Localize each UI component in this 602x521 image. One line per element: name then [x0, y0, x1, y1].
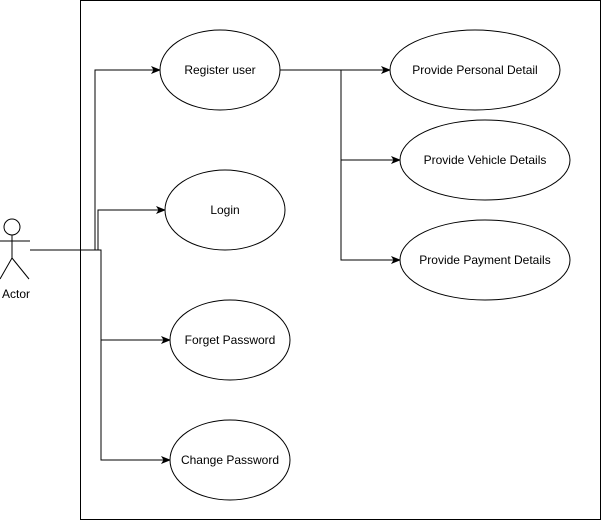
use-case-register-user[interactable]: Register user	[159, 29, 281, 111]
use-case-forget-password-label: Forget Password	[185, 333, 276, 347]
actor-figure[interactable]	[0, 218, 30, 280]
use-case-login-label: Login	[210, 203, 239, 217]
use-case-register-user-label: Register user	[184, 63, 255, 77]
use-case-provide-personal-detail-label: Provide Personal Detail	[412, 63, 537, 77]
actor-left-leg	[0, 257, 13, 280]
actor-label: Actor	[2, 287, 30, 301]
use-case-change-password-label: Change Password	[181, 453, 279, 467]
use-case-provide-payment-details[interactable]: Provide Payment Details	[399, 219, 571, 301]
actor-head	[3, 218, 21, 236]
edge-actor-change-password	[30, 249, 171, 464]
use-case-provide-personal-detail[interactable]: Provide Personal Detail	[389, 29, 561, 111]
actor-right-leg	[11, 257, 30, 280]
use-case-login[interactable]: Login	[164, 169, 286, 251]
use-case-forget-password[interactable]: Forget Password	[169, 299, 291, 381]
use-case-provide-vehicle-details[interactable]: Provide Vehicle Details	[399, 119, 571, 201]
use-case-provide-vehicle-details-label: Provide Vehicle Details	[424, 153, 547, 167]
use-case-provide-payment-details-label: Provide Payment Details	[419, 253, 550, 267]
edge-register-payment-details	[340, 160, 401, 264]
use-case-change-password[interactable]: Change Password	[169, 419, 291, 501]
